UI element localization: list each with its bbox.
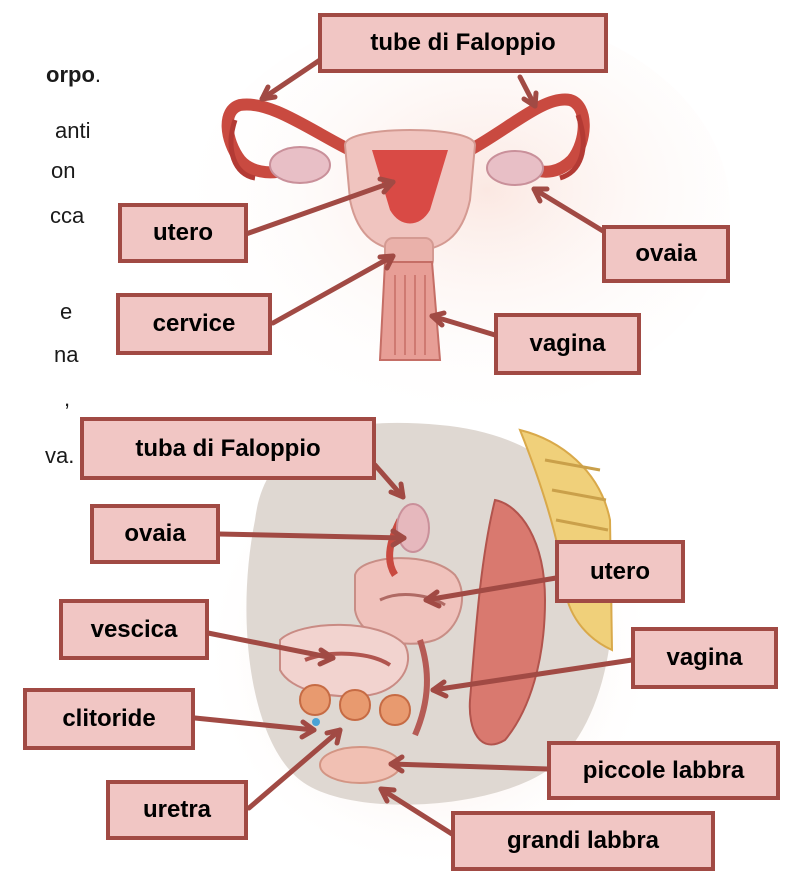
label-tuba-di-faloppio: tuba di Faloppio [80, 417, 376, 480]
label-vagina-bottom: vagina [631, 627, 778, 689]
label-vagina-top: vagina [494, 313, 641, 375]
label-clitoride: clitoride [23, 688, 195, 750]
label-vescica: vescica [59, 599, 209, 660]
pelvis-sagittal-illustration [200, 423, 660, 873]
label-uretra: uretra [106, 780, 248, 840]
label-ovaia-top: ovaia [602, 225, 730, 283]
label-ovaia-bottom: ovaia [90, 504, 220, 564]
label-utero-top: utero [118, 203, 248, 263]
label-tube-di-faloppio: tube di Faloppio [318, 13, 608, 73]
label-grandi-labbra: grandi labbra [451, 811, 715, 871]
label-piccole-labbra: piccole labbra [547, 741, 780, 800]
label-utero-bottom: utero [555, 540, 685, 603]
label-cervice: cervice [116, 293, 272, 355]
